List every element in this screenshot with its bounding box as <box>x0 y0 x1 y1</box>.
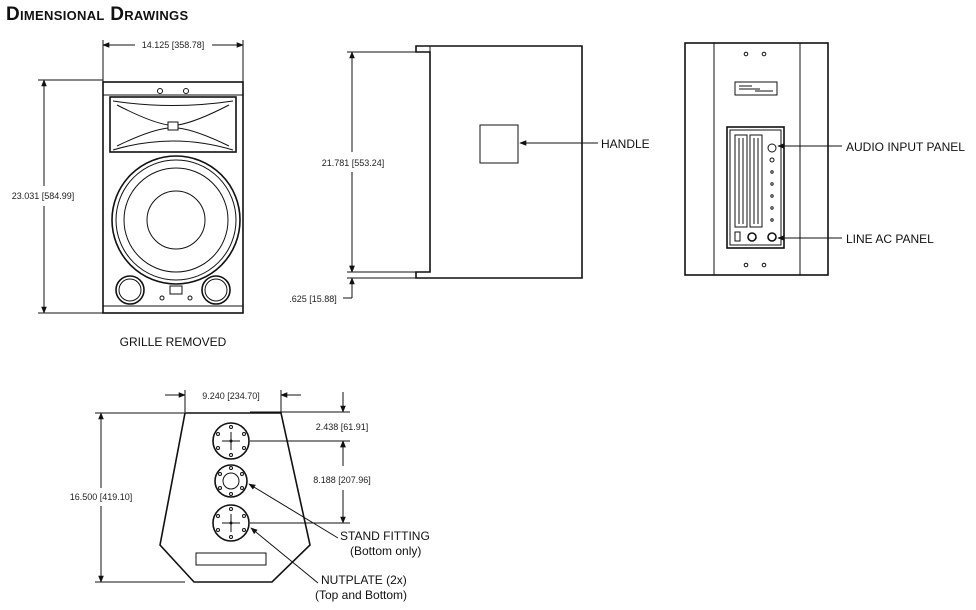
bottom-width-dim: 9.240 [234.70] <box>202 391 260 401</box>
woofer <box>111 155 241 285</box>
nutplate-top <box>212 422 250 460</box>
horn-tweeter <box>109 96 237 153</box>
front-width-dim: 14.125 [358.78] <box>142 40 205 50</box>
line-ac-label: LINE AC PANEL <box>846 232 934 246</box>
side-view: 21.781 [553.24] .625 [15.88] HANDLE <box>289 45 650 304</box>
bottom-depth-dim: 16.500 [419.10] <box>70 492 133 502</box>
bass-ports <box>115 275 231 305</box>
front-caption: GRILLE REMOVED <box>120 335 227 349</box>
bottom-base-outline <box>159 412 311 583</box>
spacing-dim: 8.188 [207.96] <box>313 475 371 485</box>
handle-label: HANDLE <box>601 137 650 151</box>
amplifier-panel <box>726 126 785 249</box>
bottom-view: 9.240 [234.70] 16.500 [419.10] <box>70 390 430 602</box>
top-offset-dim: 2.438 [61.91] <box>316 422 369 432</box>
stand-fitting-label: STAND FITTING <box>340 529 430 543</box>
front-view: 14.125 [358.78] 23.031 [584.99] <box>12 40 244 349</box>
rear-cabinet <box>684 42 829 276</box>
front-height-dim: 23.031 [584.99] <box>12 191 75 201</box>
audio-input-label: AUDIO INPUT PANEL <box>846 140 965 154</box>
stand-fitting <box>214 464 248 498</box>
heatsink-fins <box>734 134 763 228</box>
side-offset-dim: .625 [15.88] <box>289 294 337 304</box>
nutplate-bottom <box>212 504 250 542</box>
rear-view: AUDIO INPUT PANEL LINE AC PANEL <box>684 42 965 276</box>
page-title: Dimensional Drawings <box>6 4 189 25</box>
nutplate-sub: (Top and Bottom) <box>315 588 407 602</box>
nutplate-label: NUTPLATE (2x) <box>321 573 407 587</box>
side-cabinet <box>415 45 583 279</box>
handle-recess <box>479 124 519 164</box>
side-height-dim: 21.781 [553.24] <box>322 158 385 168</box>
front-cabinet <box>102 81 244 314</box>
stand-fitting-sub: (Bottom only) <box>350 544 421 558</box>
